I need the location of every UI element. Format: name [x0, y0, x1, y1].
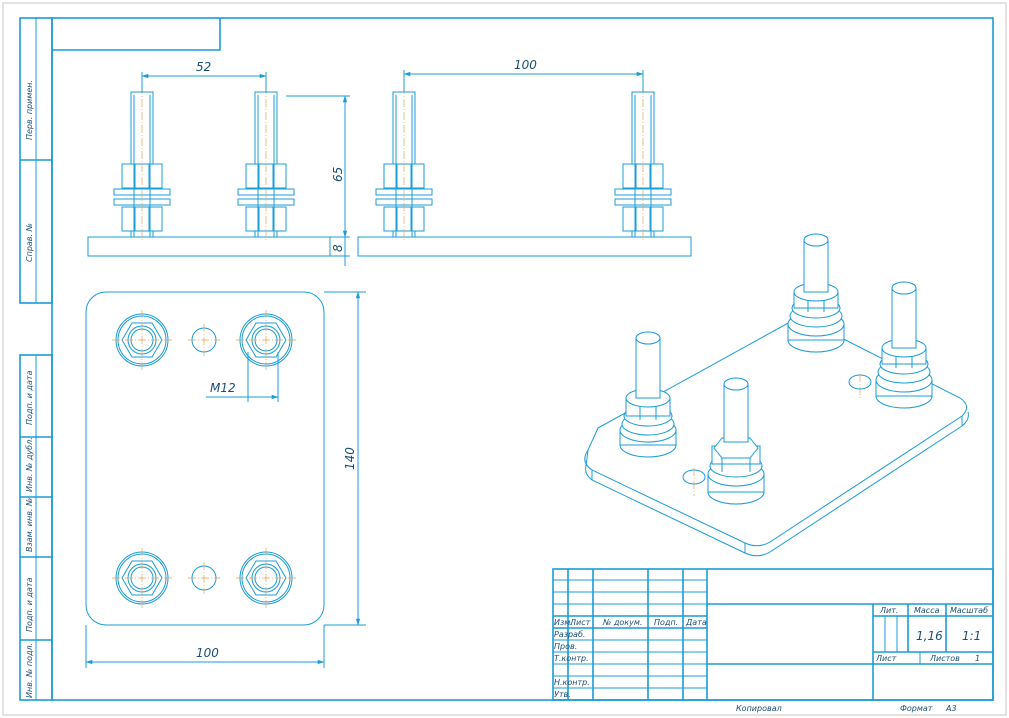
tb-header-dokum: № докум. [602, 618, 642, 627]
mounting-hole [188, 562, 220, 594]
dim-100-bottom: 100 [196, 646, 219, 660]
tb-list-label: Лист [875, 654, 897, 663]
dim-8: 8 [331, 244, 345, 252]
tb-row-utv: Утв. [554, 690, 571, 699]
isometric-view [584, 233, 969, 557]
tb-header-podp: Подп. [654, 618, 678, 627]
footer-format-value: А3 [945, 704, 957, 713]
front-view-left: 52 65 8 [87, 60, 350, 266]
vzam-inv-label: Взам. инв. № [25, 498, 34, 552]
tb-row-prov: Пров. [554, 642, 577, 651]
bolt-assembly [113, 86, 171, 241]
tb-row-tkontr: Т.контр. [554, 654, 589, 663]
footer-format-label: Формат [900, 704, 933, 713]
nut-top-view [236, 548, 296, 608]
bolt-assembly [375, 86, 433, 241]
bolt-assembly [237, 86, 295, 241]
tb-row-nkontr: Н.контр. [554, 678, 590, 687]
tb-lit-label: Лит. [879, 606, 898, 615]
inv-dubl-label: Инв. № дубл. [25, 437, 34, 492]
mounting-hole [188, 324, 220, 356]
tb-masshtab-label: Масштаб [950, 606, 988, 615]
tb-mass-value: 1,16 [916, 629, 943, 643]
iso-bolt [787, 233, 845, 353]
top-view: M12 140 100 [85, 291, 366, 668]
bolt-assembly [614, 86, 672, 241]
tb-header-izm: Изм. [554, 618, 573, 627]
base-plate-side [357, 236, 692, 257]
tb-scale-value: 1:1 [962, 629, 981, 643]
iso-bolt [619, 331, 677, 458]
nut-top-view [112, 548, 172, 608]
tb-listov-value: 1 [975, 654, 980, 663]
nut-top-view [236, 310, 296, 370]
podp-data-label-1: Подп. и дата [25, 370, 34, 425]
iso-bolt [875, 281, 933, 409]
iso-bolt [707, 377, 765, 505]
base-plate-top [85, 291, 325, 626]
dim-140: 140 [343, 447, 357, 470]
dim-100-top: 100 [514, 58, 537, 72]
dim-65: 65 [331, 167, 345, 182]
tb-header-data: Дата [685, 618, 707, 627]
side-strip: Перв. примен. Справ. № Подп. и дата Инв.… [19, 17, 53, 701]
tb-listov-label: Листов [929, 654, 960, 663]
tb-header-list: Лист [569, 618, 591, 627]
tb-row-razrab: Разраб. [554, 630, 585, 639]
inv-podl-label: Инв. № подл. [25, 643, 34, 698]
podp-data-label-2: Подп. и дата [25, 577, 34, 632]
front-view-right: 100 [357, 58, 692, 257]
perv-primen-label: Перв. примен. [25, 80, 34, 140]
sprav-no-label: Справ. № [25, 223, 34, 262]
nut-top-view [112, 310, 172, 370]
footer-kopiroval: Копировал [736, 704, 782, 713]
dim-52: 52 [196, 60, 211, 74]
tb-massa-label: Масса [914, 606, 940, 615]
dim-m12: M12 [210, 381, 236, 395]
top-left-box [52, 18, 221, 51]
title-block: Изм. Лист № докум. Подп. Дата Разраб. Пр… [552, 568, 994, 701]
base-plate-side [87, 236, 331, 257]
